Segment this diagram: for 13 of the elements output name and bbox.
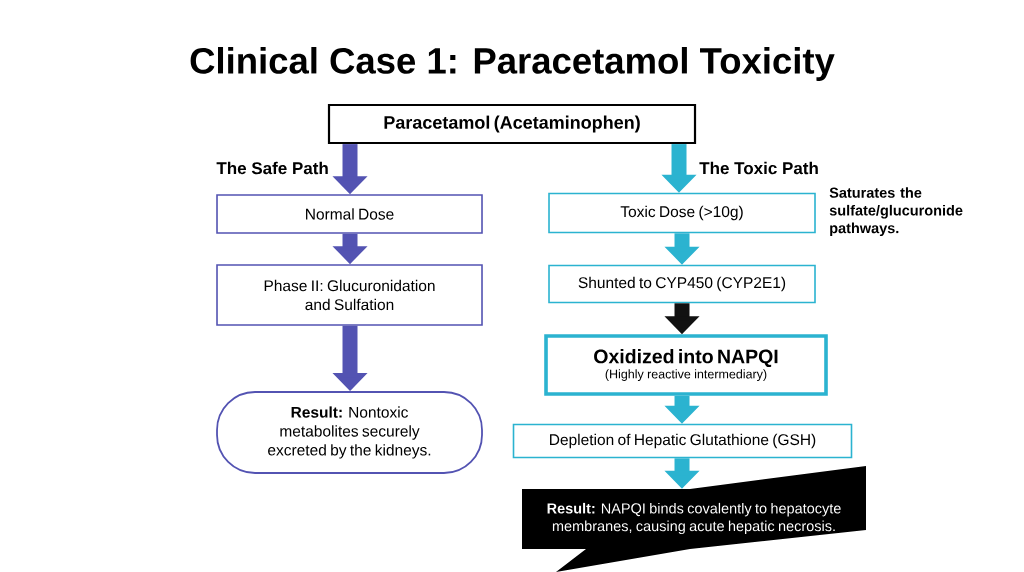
- process-box: Depletion of Hepatic Glutathione (GSH): [512, 423, 853, 459]
- start-box: Paracetamol (Acetaminophen): [327, 103, 697, 145]
- title: Clinical Case 1: Paracetamol Toxicity: [190, 47, 835, 81]
- process-box: Phase II: Glucuronidation and Sulfation: [216, 264, 483, 326]
- result-box: Result: Nontoxic metabolites securely excreted by the kidneys.: [216, 391, 483, 474]
- process-box: Normal Dose: [216, 194, 483, 234]
- highlight-box: Oxidized into NAPQI (Highly reactive intermediary): [544, 334, 828, 396]
- result-banner: Result: NAPQI binds covalently to hepatocyte membranes, causing acute hepatic necrosis.: [522, 466, 866, 572]
- side-note: Saturates the sulfate/glucuronide pathways.: [829, 187, 963, 237]
- process-box: Toxic Dose (>10g): [548, 192, 816, 234]
- edge-label: The Safe Path: [215, 160, 330, 176]
- process-box: Shunted to CYP450 (CYP2E1): [548, 264, 816, 304]
- edge-label: The Toxic Path: [698, 160, 820, 176]
